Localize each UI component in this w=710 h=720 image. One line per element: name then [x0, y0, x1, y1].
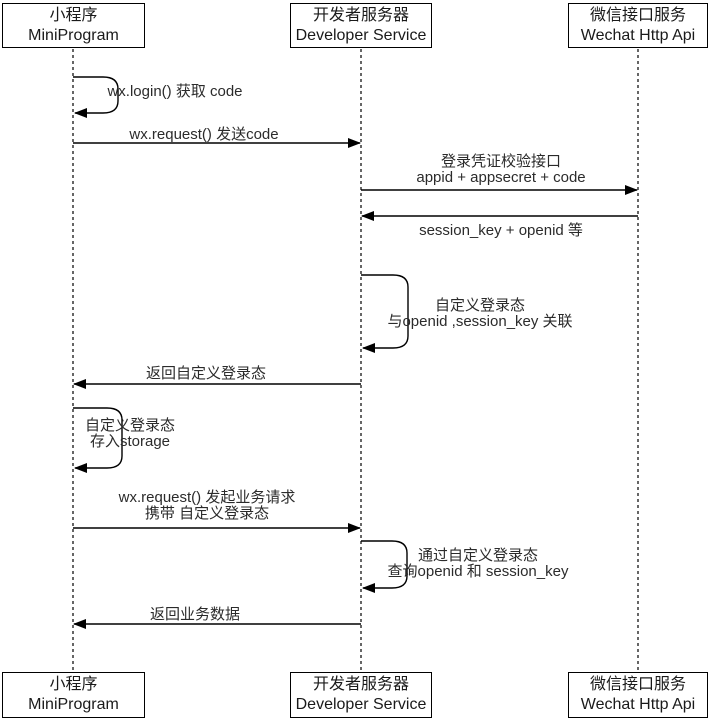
message-label-business-request: wx.request() 发起业务请求 携带 自定义登录态: [119, 490, 296, 522]
actor-label-en: MiniProgram: [28, 696, 119, 713]
actor-label-zh: 微信接口服务: [589, 6, 686, 24]
actor-label-zh: 微信接口服务: [589, 676, 686, 693]
self-loop-query-by-custom-login-state: [361, 540, 408, 593]
message-label-session-key-openid: session_key + openid 等: [419, 223, 583, 239]
actor-label-zh: 开发者服务器: [312, 6, 409, 24]
self-loop-wx-login: [73, 76, 119, 118]
message-line: 通过自定义登录态: [417, 547, 538, 564]
message-label-return-business-data: 返回业务数据: [150, 607, 240, 623]
message-label-return-custom-login-state: 返回自定义登录态: [146, 366, 266, 382]
actor-box-miniprogram-top: 小程序 MiniProgram: [2, 3, 145, 48]
actor-box-miniprogram-bottom: 小程序 MiniProgram: [2, 672, 145, 718]
message-label-login-credential-check: 登录凭证校验接口 appid + appsecret + code: [416, 154, 585, 186]
message-line: 登录凭证校验接口: [440, 153, 562, 170]
message-line: 查询openid 和 session_key: [387, 563, 569, 580]
message-label-store-custom-login-state: 自定义登录态 存入storage: [85, 418, 175, 450]
message-line: 存入storage: [89, 433, 171, 450]
message-line: 与openid ,session_key 关联: [387, 313, 573, 330]
actor-label-zh: 小程序: [49, 676, 98, 693]
actor-label-en: Developer Service: [295, 26, 427, 44]
self-loop-create-custom-login-state: [361, 274, 409, 353]
actor-label-en: Developer Service: [295, 696, 427, 713]
message-label-wx-login: wx.login() 获取 code: [107, 84, 242, 100]
actor-box-wechat-api-bottom: 微信接口服务 Wechat Http Api: [568, 672, 708, 718]
message-label-query-by-custom-login-state: 通过自定义登录态 查询openid 和 session_key: [388, 548, 569, 580]
actor-label-en: MiniProgram: [28, 26, 119, 44]
self-loop-store-custom-login-state: [73, 407, 123, 473]
message-label-wx-request-send-code: wx.request() 发送code: [129, 127, 278, 143]
message-line: wx.request() 发送code: [129, 126, 279, 143]
actor-label-en: Wechat Http Api: [580, 696, 696, 713]
message-line: 返回自定义登录态: [145, 365, 267, 382]
actor-label-en: Wechat Http Api: [580, 26, 696, 44]
message-line: 自定义登录态: [434, 297, 525, 314]
actor-label-zh: 开发者服务器: [312, 676, 409, 693]
message-line: appid + appsecret + code: [416, 169, 586, 186]
actor-label-zh: 小程序: [49, 6, 98, 24]
message-line: 返回业务数据: [149, 606, 241, 623]
message-line: wx.request() 发起业务请求: [118, 489, 296, 506]
message-line: session_key + openid 等: [419, 222, 583, 239]
message-line: wx.login() 获取 code: [107, 83, 243, 100]
actor-box-developer-service-top: 开发者服务器 Developer Service: [290, 3, 432, 48]
message-label-create-custom-login-state: 自定义登录态 与openid ,session_key 关联: [387, 298, 572, 330]
actor-box-wechat-api-top: 微信接口服务 Wechat Http Api: [568, 3, 708, 48]
message-line: 自定义登录态: [84, 417, 176, 434]
actor-box-developer-service-bottom: 开发者服务器 Developer Service: [290, 672, 432, 718]
message-line: 携带 自定义登录态: [144, 505, 270, 522]
